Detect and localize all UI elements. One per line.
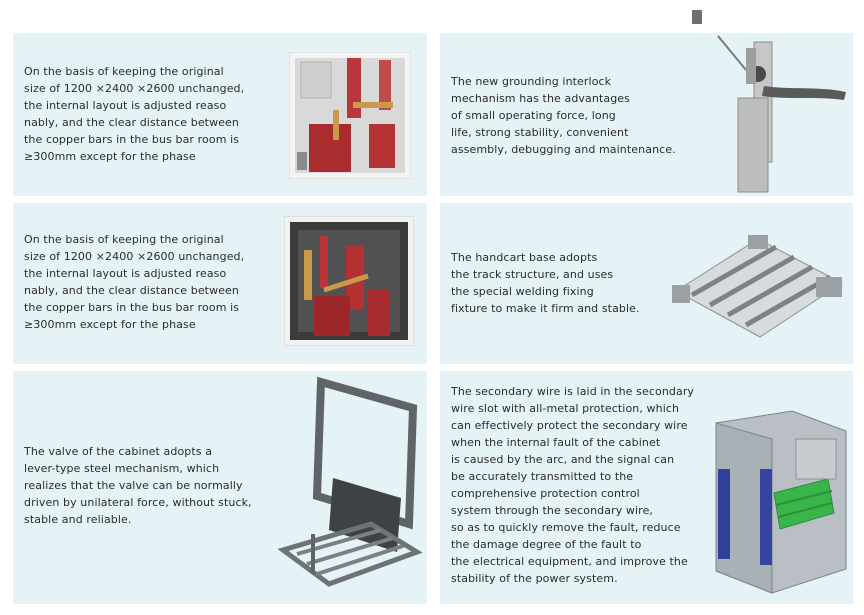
feature-card-busbar-layout-2: On the basis of keeping the original siz… (13, 203, 427, 364)
handcart-base-photo (666, 221, 850, 349)
feature-text: The new grounding interlock mechanism ha… (451, 75, 676, 156)
feature-text: The handcart base adopts the track struc… (451, 251, 640, 315)
feature-card-handcart-base: The handcart base adopts the track struc… (440, 203, 853, 364)
valve-mechanism-photo (277, 374, 423, 602)
feature-text: On the basis of keeping the original siz… (24, 65, 245, 163)
feature-text: The valve of the cabinet adopts a lever-… (24, 445, 252, 526)
feature-text: On the basis of keeping the original siz… (24, 233, 245, 331)
secondary-wire-cabinet-photo (712, 409, 850, 601)
grounding-interlock-photo (688, 8, 850, 194)
busbar-room-photo-2 (284, 216, 414, 346)
feature-text: The secondary wire is laid in the second… (451, 385, 695, 585)
feature-card-secondary-wire: The secondary wire is laid in the second… (440, 371, 853, 604)
feature-card-busbar-layout: On the basis of keeping the original siz… (13, 33, 427, 196)
busbar-room-photo (289, 52, 411, 179)
feature-card-grounding-interlock: The new grounding interlock mechanism ha… (440, 33, 853, 196)
